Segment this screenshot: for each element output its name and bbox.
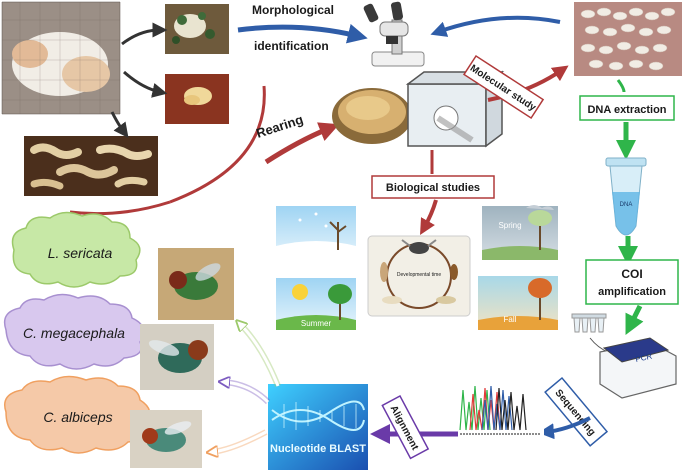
developmental-time-label: Developmental time [397,272,441,278]
species-photo-megacephala [140,324,214,390]
species-cloud-albiceps: C. albiceps [4,375,151,454]
dna-extraction-label: DNA extraction [587,104,666,116]
fly-lifecycle: Developmental time [367,235,471,317]
microscope [363,1,425,67]
larvae-photo [24,136,158,196]
arrow-to-molecular [487,65,569,102]
species-cloud-sericata: L. sericata [11,211,141,288]
arrow-to-pcr [625,304,644,335]
season-fall-label: Fall [504,315,517,324]
adult-flies-photo [165,4,229,54]
season-summer: Summer [276,278,356,330]
morphological-label: Morphological [252,3,334,17]
coi-amplification-box: COI amplification [585,259,679,305]
pcr-tubes [571,313,607,333]
pcr-machine: PCR [599,337,677,399]
arrow-from-larvae-sample [430,15,561,37]
species-cloud-megacephala: C. megacephala [3,293,145,370]
season-spring: Spring [482,205,558,260]
arrow-to-rearing [264,122,340,165]
arrow-to-dna [616,79,626,93]
species-name-sericata: L. sericata [48,245,113,261]
biological-studies-box: Biological studies [371,175,495,199]
red-curve-tail [69,200,171,216]
nucleotide-blast-panel: Nucleotide BLAST [268,384,368,470]
egg-mass-photo [165,74,229,124]
arrow-to-megacephala-shadow [223,379,271,405]
biological-studies-label: Biological studies [386,182,480,194]
larvae-sample-photo [574,2,682,76]
eppendorf-tube: DNA [605,157,647,236]
rearing-bowl [332,88,412,144]
arrow-to-adults [121,22,168,46]
dna-extraction-box: DNA extraction [579,95,675,121]
identification-label: identification [254,39,329,53]
species-name-megacephala: C. megacephala [23,325,125,341]
arrow-to-sericata-shadow [237,321,281,388]
chromatogram [456,380,544,436]
amplification-label: amplification [598,286,666,298]
carcass-photo [1,1,121,115]
arrow-to-microscope [237,23,368,44]
season-winter: Winter [276,206,356,260]
svg-text:DNA: DNA [620,202,633,208]
pcr-label: PCR [635,352,654,364]
arrow-to-eggs [123,70,168,98]
arrow-to-chromatogram [538,416,591,440]
species-name-albiceps: C. albiceps [43,409,112,425]
arrow-to-lifecycle [420,199,438,235]
arrow-to-larvae [110,111,129,139]
nucleotide-blast-label: Nucleotide BLAST [270,443,366,455]
red-curve [169,85,266,204]
arrow-to-albiceps [212,430,267,452]
arrow-to-megacephala [224,382,270,404]
species-photo-sericata [158,248,234,320]
season-winter-label: Winter [304,247,327,256]
coi-label: COI [621,267,642,281]
sequencing-box: Sequencing [544,376,609,447]
species-photo-albiceps [130,410,202,468]
arrow-to-sericata [240,324,280,387]
season-summer-label: Summer [301,319,332,328]
alignment-box: Alignment [381,394,430,460]
season-fall: Fall [478,276,558,330]
season-spring-label: Spring [498,221,521,230]
